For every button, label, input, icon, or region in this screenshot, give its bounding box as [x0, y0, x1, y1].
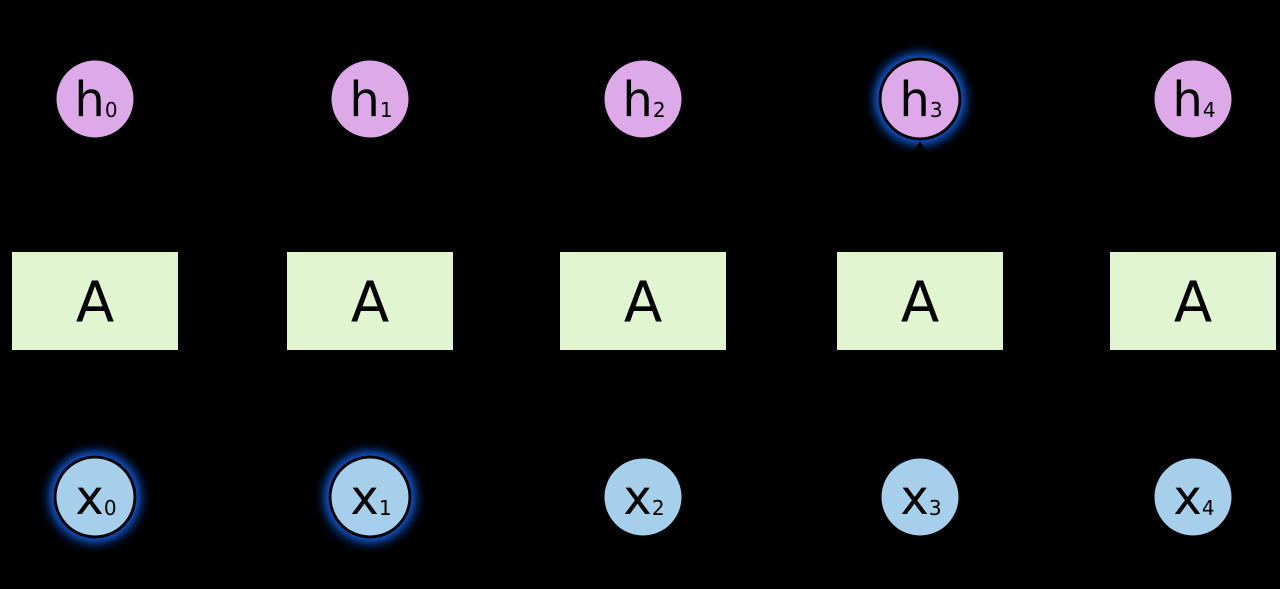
input-symbol: x: [1173, 470, 1201, 526]
input-label: x3: [900, 470, 941, 526]
hidden-node-2: h2: [601, 57, 685, 141]
hidden-circle: [53, 57, 137, 141]
input-symbol: x: [900, 470, 928, 526]
rnn-cell-label: A: [1174, 271, 1212, 336]
rnn-cell-box: [560, 252, 726, 350]
input-circle: [53, 455, 137, 539]
hidden-symbol: h: [899, 72, 929, 128]
input-circle: [601, 455, 685, 539]
input-node-4: x4: [1151, 455, 1235, 539]
cell-to-hidden-arrow-3: [903, 141, 937, 252]
arrow-head: [903, 141, 937, 173]
rnn-cell-label: A: [901, 271, 939, 336]
rnn-cell-box: [12, 252, 178, 350]
hidden-subscript: 4: [1203, 98, 1216, 122]
input-node-2: x2: [601, 455, 685, 539]
input-subscript: 1: [379, 496, 392, 520]
hidden-node-1: h1: [328, 57, 412, 141]
hidden-subscript: 1: [380, 98, 393, 122]
hidden-symbol: h: [74, 72, 104, 128]
input-label: x2: [623, 470, 664, 526]
rnn-cell-2: A: [560, 252, 726, 350]
hidden-label: h3: [899, 72, 942, 128]
input-label: x4: [1173, 470, 1214, 526]
rnn-cell-label: A: [624, 271, 662, 336]
hidden-circle: [1151, 57, 1235, 141]
input-label: x1: [350, 470, 391, 526]
input-circle: [328, 455, 412, 539]
rnn-cell-3: A: [837, 252, 1003, 350]
input-subscript: 2: [652, 496, 665, 520]
hidden-node-3: h3: [878, 57, 962, 141]
input-node-1: x1: [328, 455, 412, 539]
rnn-cell-box: [1110, 252, 1276, 350]
hidden-node-0: h0: [53, 57, 137, 141]
rnn-cell-4: A: [1110, 252, 1276, 350]
rnn-cell-label: A: [76, 271, 114, 336]
hidden-symbol: h: [349, 72, 379, 128]
hidden-subscript: 2: [653, 98, 666, 122]
input-node-0: x0: [53, 455, 137, 539]
hidden-label: h0: [74, 72, 117, 128]
hidden-subscript: 0: [105, 98, 118, 122]
hidden-label: h4: [1172, 72, 1215, 128]
input-label: x0: [75, 470, 116, 526]
hidden-label: h1: [349, 72, 392, 128]
connectors: [91, 350, 372, 457]
hidden-symbol: h: [1172, 72, 1202, 128]
hidden-node-4: h4: [1151, 57, 1235, 141]
input-node-3: x3: [878, 455, 962, 539]
input-symbol: x: [350, 470, 378, 526]
input-symbol: x: [623, 470, 651, 526]
rnn-cell-label: A: [351, 271, 389, 336]
hidden-circle: [878, 57, 962, 141]
hidden-subscript: 3: [930, 98, 943, 122]
input-circle: [878, 455, 962, 539]
hidden-symbol: h: [622, 72, 652, 128]
hidden-label: h2: [622, 72, 665, 128]
input-subscript: 3: [929, 496, 942, 520]
rnn-cell-box: [287, 252, 453, 350]
hidden-circle: [328, 57, 412, 141]
input-symbol: x: [75, 470, 103, 526]
rnn-cell-1: A: [287, 252, 453, 350]
input-circle: [1151, 455, 1235, 539]
hidden-circle: [601, 57, 685, 141]
input-subscript: 4: [1202, 496, 1215, 520]
rnn-cell-0: A: [12, 252, 178, 350]
input-subscript: 0: [104, 496, 117, 520]
rnn-cell-box: [837, 252, 1003, 350]
